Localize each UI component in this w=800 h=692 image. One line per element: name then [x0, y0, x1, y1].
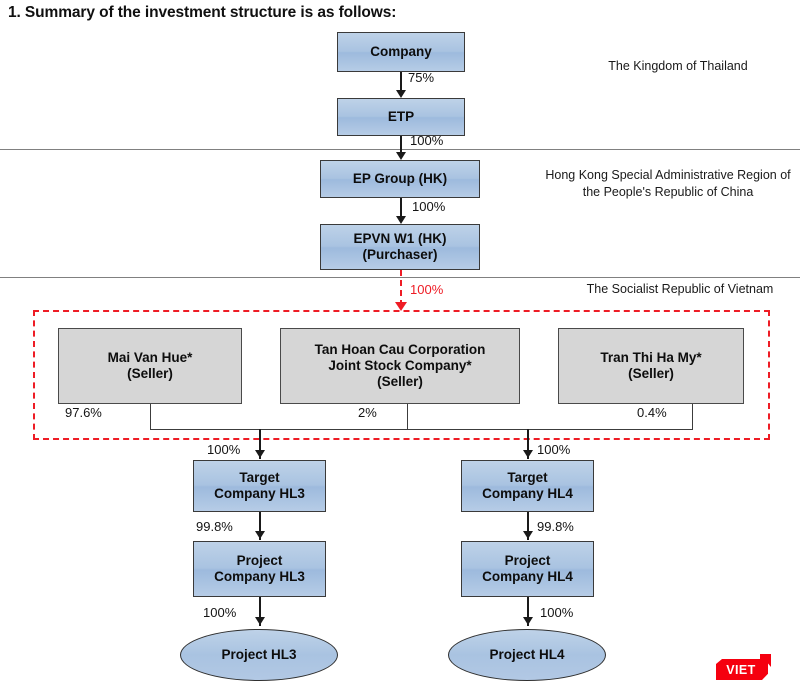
- node-epvn-w1-hk[interactable]: EPVN W1 (HK) (Purchaser): [320, 224, 480, 270]
- logo-text: VIET: [726, 662, 756, 677]
- percent-tran-thi-ha-my: 0.4%: [637, 405, 667, 420]
- percent-tan-hoan-cau: 2%: [358, 405, 377, 420]
- region-label-thailand: The Kingdom of Thailand: [608, 59, 748, 73]
- percent-project-company-hl3-to-project: 100%: [203, 605, 237, 620]
- node-seller-tran-thi-ha-my-line1: Tran Thi Ha My*: [600, 350, 702, 366]
- connector-mai-van-hue-drop: [150, 404, 152, 430]
- connector-project-company-hl4-to-project: [527, 597, 529, 626]
- node-project-hl3[interactable]: Project HL3: [180, 629, 338, 681]
- connector-tan-hoan-cau-drop: [407, 404, 409, 430]
- percent-target-hl3-to-project-company: 99.8%: [196, 519, 233, 534]
- node-project-company-hl4-line2: Company HL4: [482, 569, 573, 584]
- arrowhead-target-hl3-to-project-company: [255, 531, 265, 539]
- connector-etp-to-ep-group: [400, 136, 402, 158]
- connector-company-to-etp: [400, 72, 402, 94]
- arrowhead-to-target-hl3: [255, 450, 265, 458]
- arrowhead-company-to-etp: [396, 90, 406, 98]
- node-epvn-w1-hk-line2: (Purchaser): [362, 247, 438, 262]
- node-ep-group-hk[interactable]: EP Group (HK): [320, 160, 480, 198]
- connector-epvn-to-sellers: [400, 270, 402, 306]
- node-project-company-hl3-line1: Project: [236, 553, 283, 569]
- percent-etp-to-ep-group: 100%: [410, 133, 444, 148]
- region-label-hongkong: Hong Kong Special Administrative Region …: [545, 168, 791, 199]
- node-project-company-hl4-line1: Project: [504, 553, 551, 569]
- node-seller-mai-van-hue-line1: Mai Van Hue*: [107, 350, 193, 366]
- percent-ep-group-to-epvn: 100%: [412, 199, 446, 214]
- connector-to-target-hl3: [259, 429, 261, 459]
- percent-to-target-hl4: 100%: [537, 442, 571, 457]
- node-target-company-hl3[interactable]: Target Company HL3: [193, 460, 326, 512]
- arrowhead-etp-to-ep-group: [396, 152, 406, 160]
- connector-tan-hoan-cau-rail-left: [260, 429, 408, 431]
- connector-target-hl3-to-project-company: [259, 512, 261, 540]
- node-project-company-hl3-line2: Company HL3: [214, 569, 305, 584]
- arrowhead-ep-group-to-epvn: [396, 216, 406, 224]
- percent-epvn-to-sellers: 100%: [410, 282, 444, 297]
- node-seller-tan-hoan-cau-line2: Joint Stock Company*: [328, 358, 472, 374]
- node-project-hl4[interactable]: Project HL4: [448, 629, 606, 681]
- connector-tan-hoan-cau-rail-right: [407, 429, 527, 431]
- node-company[interactable]: Company: [337, 32, 465, 72]
- node-project-company-hl3[interactable]: Project Company HL3: [193, 541, 326, 597]
- node-epvn-w1-hk-line1: EPVN W1 (HK): [353, 231, 447, 247]
- connector-mai-van-hue-rail: [150, 429, 260, 431]
- node-target-company-hl3-line1: Target: [239, 470, 280, 486]
- connector-ep-group-to-epvn: [400, 198, 402, 222]
- node-seller-tran-thi-ha-my[interactable]: Tran Thi Ha My* (Seller): [558, 328, 744, 404]
- page-title: 1. Summary of the investment structure i…: [8, 4, 397, 21]
- connector-project-company-hl3-to-project: [259, 597, 261, 626]
- node-project-company-hl4[interactable]: Project Company HL4: [461, 541, 594, 597]
- arrowhead-project-company-hl3-to-project: [255, 617, 265, 625]
- arrowhead-to-target-hl4: [523, 450, 533, 458]
- node-seller-tran-thi-ha-my-line2: (Seller): [628, 366, 674, 381]
- connector-tran-thi-ha-my-drop: [692, 404, 694, 430]
- percent-company-to-etp: 75%: [408, 70, 435, 85]
- percent-to-target-hl3: 100%: [207, 442, 241, 457]
- seller-group-boundary: [33, 310, 770, 440]
- percent-project-company-hl4-to-project: 100%: [540, 605, 574, 620]
- node-seller-tan-hoan-cau[interactable]: Tan Hoan Cau Corporation Joint Stock Com…: [280, 328, 520, 404]
- node-seller-tan-hoan-cau-line3: (Seller): [377, 373, 423, 389]
- logo-badge-shape: [716, 659, 768, 680]
- percent-target-hl4-to-project-company: 99.8%: [537, 519, 574, 534]
- arrowhead-project-company-hl4-to-project: [523, 617, 533, 625]
- node-seller-mai-van-hue-line2: (Seller): [127, 366, 173, 381]
- arrowhead-epvn-to-sellers: [395, 302, 407, 311]
- percent-mai-van-hue: 97.6%: [65, 405, 102, 420]
- connector-target-hl4-to-project-company: [527, 512, 529, 540]
- arrowhead-target-hl4-to-project-company: [523, 531, 533, 539]
- node-target-company-hl4[interactable]: Target Company HL4: [461, 460, 594, 512]
- node-etp[interactable]: ETP: [337, 98, 465, 136]
- connector-to-target-hl4: [527, 429, 529, 459]
- node-seller-tan-hoan-cau-line1: Tan Hoan Cau Corporation: [314, 342, 486, 358]
- region-label-vietnam: The Socialist Republic of Vietnam: [586, 282, 774, 296]
- viet-logo: VIET: [716, 654, 778, 680]
- node-seller-mai-van-hue[interactable]: Mai Van Hue* (Seller): [58, 328, 242, 404]
- connector-tran-thi-ha-my-rail: [527, 429, 693, 431]
- node-target-company-hl3-line2: Company HL3: [214, 486, 305, 501]
- node-target-company-hl4-line2: Company HL4: [482, 486, 573, 501]
- node-target-company-hl4-line1: Target: [507, 470, 548, 486]
